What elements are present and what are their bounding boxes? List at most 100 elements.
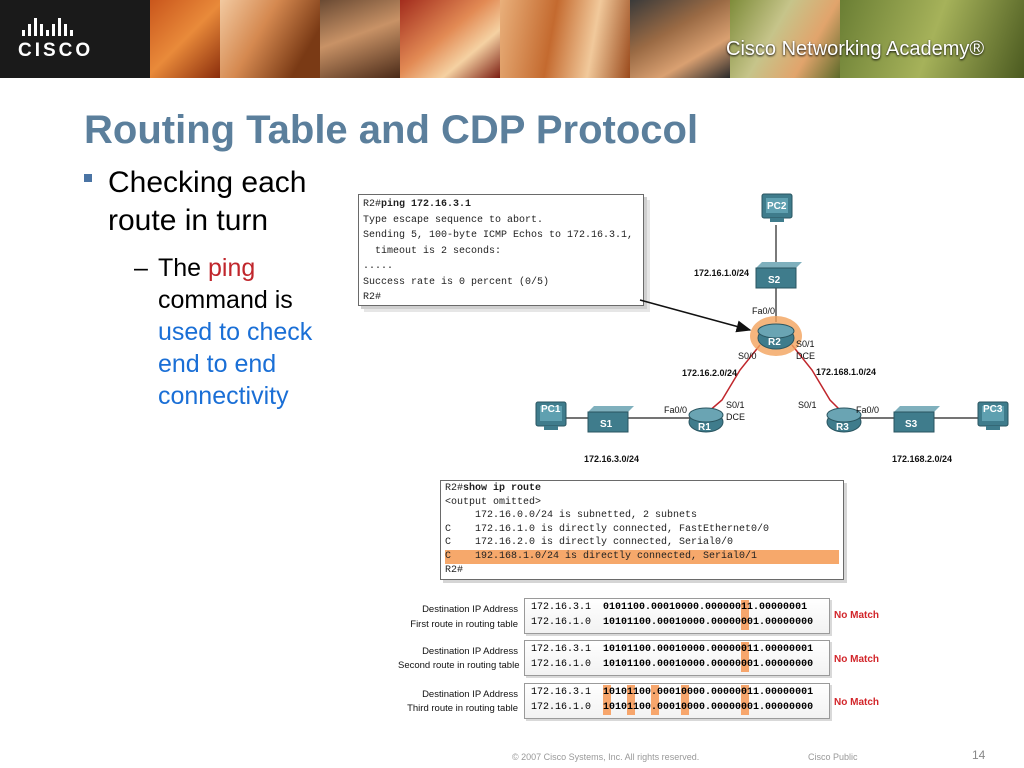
cisco-wordmark: CISCO xyxy=(18,40,94,61)
interface-label: S0/0 xyxy=(738,351,757,361)
cisco-logo-bars-icon xyxy=(18,16,138,36)
no-match-label: No Match xyxy=(834,654,879,665)
cisco-logo: CISCO xyxy=(18,16,138,64)
terminal-line: C 172.16.2.0 is directly connected, Seri… xyxy=(445,537,734,549)
terminal-line: timeout is 2 seconds: xyxy=(363,245,502,257)
s3-label: S3 xyxy=(905,419,918,430)
ping-keyword: ping xyxy=(208,254,256,282)
network-label: 172.168.2.0/24 xyxy=(892,454,953,464)
terminal-line: Type escape sequence to abort. xyxy=(363,214,544,226)
dce-label: DCE xyxy=(726,412,746,422)
interface-label: Fa0/0 xyxy=(664,405,688,415)
bullet-level1-text: Checking each route in turn xyxy=(108,166,307,237)
comparison-route-label: First route in routing table xyxy=(410,619,518,630)
network-label: 172.16.1.0/24 xyxy=(694,268,750,278)
r2-label: R2 xyxy=(768,337,781,348)
interface-label: S0/1 xyxy=(796,339,815,349)
bit-highlight xyxy=(741,600,749,630)
pc1-icon xyxy=(535,401,567,430)
terminal-line: ..... xyxy=(363,261,394,272)
network-label: 172.16.3.0/24 xyxy=(584,454,640,464)
r1-router-icon xyxy=(688,407,724,433)
comparison-row: 172.16.1.0 10101100.00010000.00000001.00… xyxy=(531,702,814,713)
bullet2-prefix: The xyxy=(158,254,209,282)
comparison-row: 172.16.3.1 0101100.00010000.00000011.000… xyxy=(531,602,808,613)
comparison-box: 172.16.3.1 10101100.00010000.00000011.00… xyxy=(524,683,830,719)
banner-photo xyxy=(320,0,400,78)
banner-photo xyxy=(400,0,500,78)
bullet-level2-text: The ping command is used to check end to… xyxy=(158,252,348,412)
terminal-line: R2# xyxy=(363,292,382,303)
bit-highlight xyxy=(741,685,749,715)
pc3-label: PC3 xyxy=(983,404,1003,415)
terminal-command-line: R2#show ip route xyxy=(445,483,542,494)
bullet-square-icon xyxy=(84,174,92,182)
r3-label: R3 xyxy=(836,422,849,433)
serial-link-r2-r3 xyxy=(791,344,843,413)
serial-link-r2-r1 xyxy=(707,344,761,413)
slide-title: Routing Table and CDP Protocol xyxy=(84,108,699,152)
terminal-line: 172.16.0.0/24 is subnetted, 2 subnets xyxy=(445,510,698,522)
terminal-line: Success rate is 0 percent (0/5) xyxy=(363,276,550,288)
banner-photo xyxy=(500,0,630,78)
ping-terminal: R2#ping 172.16.3.1 Type escape sequence … xyxy=(358,194,644,306)
terminal-line: R2# xyxy=(445,564,464,576)
terminal-line-highlighted: C 192.168.1.0/24 is directly connected, … xyxy=(445,549,839,564)
page-number: 14 xyxy=(972,748,986,762)
comparison-row: 172.16.1.0 10101100.00010000.00000001.00… xyxy=(531,617,814,628)
banner-photo xyxy=(150,0,220,78)
banner-photo xyxy=(630,0,730,78)
comparison-box: 172.16.3.1 0101100.00010000.00000011.000… xyxy=(524,598,830,634)
s3-switch-icon xyxy=(893,406,940,433)
academy-title: Cisco Networking Academy® xyxy=(726,38,985,60)
header-banner: CISCO Cisco Networking Academy® xyxy=(0,0,1024,78)
interface-label: Fa0/0 xyxy=(752,306,776,316)
bit-highlight xyxy=(627,685,635,715)
comparison-dest-label: Destination IP Address xyxy=(422,604,518,615)
interface-label: S0/1 xyxy=(726,400,745,410)
terminal-line: C 172.16.1.0 is directly connected, Fast… xyxy=(445,523,770,535)
s2-switch-icon xyxy=(755,262,802,289)
interface-label: S0/1 xyxy=(798,400,817,410)
r1-label: R1 xyxy=(698,422,711,433)
s1-switch-icon xyxy=(587,406,634,433)
pointer-arrow xyxy=(639,299,752,333)
no-match-label: No Match xyxy=(834,610,879,621)
copyright-text: © 2007 Cisco Systems, Inc. All rights re… xyxy=(512,752,700,762)
bullet2-mid: command is xyxy=(158,286,293,314)
no-match-label: No Match xyxy=(834,697,879,708)
r2-router-icon xyxy=(750,316,802,356)
bullet-dash-icon: – xyxy=(134,254,148,282)
comparison-row: 172.16.3.1 10101100.00010000.00000011.00… xyxy=(531,644,814,655)
comparison-route-label: Second route in routing table xyxy=(398,660,520,671)
terminal-command-line: R2#ping 172.16.3.1 xyxy=(363,199,472,210)
classification-text: Cisco Public xyxy=(808,752,858,762)
comparison-route-label: Third route in routing table xyxy=(407,703,518,714)
interface-label: Fa0/0 xyxy=(856,405,880,415)
s1-label: S1 xyxy=(600,419,613,430)
network-label: 172.16.2.0/24 xyxy=(682,368,738,378)
bit-highlight xyxy=(681,685,689,715)
pc2-icon xyxy=(761,193,793,222)
pc1-label: PC1 xyxy=(541,404,561,415)
bit-highlight xyxy=(741,642,749,672)
comparison-dest-label: Destination IP Address xyxy=(422,646,518,657)
network-label: 172.168.1.0/24 xyxy=(816,367,877,377)
bullet2-blue-text: used to check end to end connectivity xyxy=(158,318,313,410)
comparison-row: 172.16.3.1 10101100.00010000.00000011.00… xyxy=(531,687,814,698)
dce-label: DCE xyxy=(796,351,816,361)
bit-highlight xyxy=(603,685,611,715)
terminal-line: Sending 5, 100-byte ICMP Echos to 172.16… xyxy=(363,230,634,241)
show-ip-route-terminal: R2#show ip route <output omitted> 172.16… xyxy=(440,480,844,580)
comparison-box: 172.16.3.1 10101100.00010000.00000011.00… xyxy=(524,640,830,676)
comparison-dest-label: Destination IP Address xyxy=(422,689,518,700)
banner-photo xyxy=(730,0,840,78)
pc2-label: PC2 xyxy=(767,201,787,212)
bit-highlight xyxy=(651,685,659,715)
pc3-icon xyxy=(977,401,1009,430)
terminal-line: <output omitted> xyxy=(445,496,542,508)
banner-photo xyxy=(220,0,320,78)
r3-router-icon xyxy=(826,407,862,433)
s2-label: S2 xyxy=(768,275,781,286)
